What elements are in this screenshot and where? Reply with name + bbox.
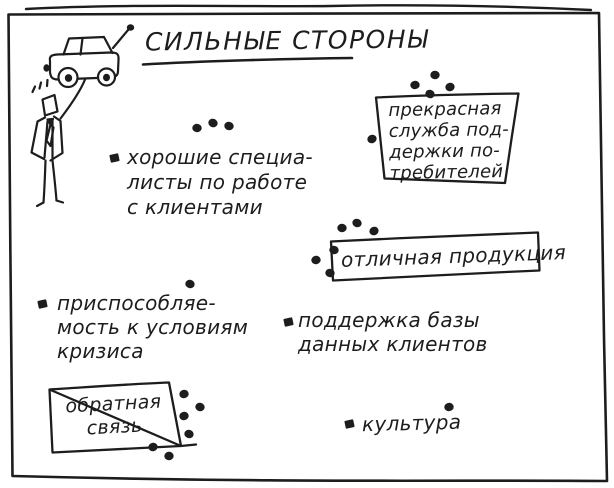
- car-cabin-divider: [79, 37, 84, 56]
- square-bullet-icon: [344, 419, 355, 429]
- square-bullet-icon: [109, 153, 120, 163]
- jacket-right: [49, 115, 64, 162]
- vote-dot-specialists: [208, 118, 218, 128]
- vote-dot-specialists: [192, 123, 202, 133]
- jacket-left: [30, 116, 47, 161]
- paper-top-edge: [24, 4, 593, 12]
- note-culture: культура: [344, 409, 462, 437]
- note-adaptability-label: приспособляе- мость к условиям кризиса: [57, 291, 249, 363]
- person-head: [41, 93, 59, 117]
- vote-dot-culture: [444, 402, 454, 412]
- vote-dot-support: [430, 70, 440, 80]
- note-feedback-label: обратная связь: [64, 390, 162, 440]
- feedback-box-outline: [48, 381, 198, 454]
- vote-dot-support: [445, 82, 455, 92]
- vote-dot-support: [367, 134, 377, 144]
- vote-dot-feedback: [148, 442, 158, 452]
- vote-dot-feedback: [184, 429, 194, 439]
- car-antenna-tip: [126, 24, 135, 31]
- title-underline: [141, 56, 354, 66]
- products-box-outline: [329, 231, 541, 282]
- note-specialists-label: хорошие специа- листы по работе с клиент…: [127, 145, 313, 219]
- person-feet: [35, 199, 65, 208]
- vote-dot-specialists: [224, 121, 234, 131]
- car-antenna: [111, 28, 130, 50]
- person-with-car-sketch: [30, 24, 135, 208]
- vote-dot-products: [337, 223, 347, 233]
- support-box-outline: [374, 92, 520, 185]
- vote-dot-adaptability: [185, 279, 195, 289]
- vote-dot-feedback: [195, 402, 205, 412]
- vote-dot-feedback: [164, 451, 174, 461]
- arm-holding-car: [59, 78, 87, 120]
- vote-dot-products: [311, 255, 321, 265]
- vote-dot-support: [425, 89, 435, 99]
- note-support-label: прекрасная служба под- держки по- требит…: [388, 98, 510, 185]
- tie-knot: [46, 117, 55, 126]
- note-database: поддержка базы данных клиентов: [283, 308, 488, 356]
- car-headlight: [43, 64, 50, 72]
- square-bullet-icon: [37, 299, 48, 309]
- note-specialists: хорошие специа- листы по работе с клиент…: [109, 145, 313, 220]
- vote-dot-feedback: [179, 389, 189, 399]
- exclamation-strokes: [31, 78, 49, 94]
- vote-dot-feedback: [179, 411, 189, 421]
- note-culture-label: культура: [361, 409, 462, 437]
- vote-dots: [148, 70, 455, 461]
- note-adaptability: приспособляе- мость к условиям кризиса: [37, 291, 249, 363]
- square-bullet-icon: [283, 317, 294, 327]
- vote-dot-products: [369, 226, 379, 236]
- note-database-label: поддержка базы данных клиентов: [298, 308, 488, 356]
- vote-dot-support: [410, 80, 420, 90]
- car-cabin: [62, 35, 114, 56]
- car-wheel-rear-hub: [64, 74, 73, 82]
- vote-dot-products: [325, 268, 335, 278]
- page-title: СИЛЬНЫЕ СТОРОНЫ: [144, 24, 430, 57]
- car-wheel-front-hub: [102, 73, 110, 82]
- frame-border: [7, 11, 609, 483]
- vote-dot-products: [352, 218, 362, 228]
- person-legs: [42, 159, 58, 204]
- vote-dot-products: [329, 245, 339, 255]
- tie-blade: [45, 123, 55, 148]
